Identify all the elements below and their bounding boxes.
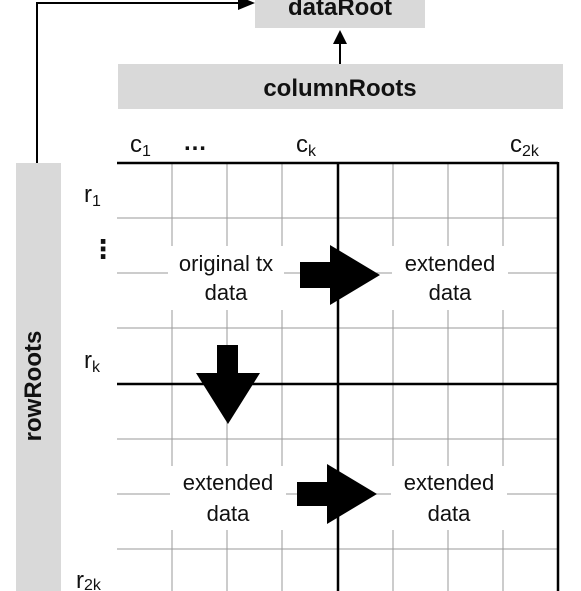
row-header-middle: rk bbox=[84, 347, 101, 376]
svg-text:data: data bbox=[207, 501, 251, 526]
row-header-last: r2k bbox=[76, 567, 102, 591]
up-arrow-icon bbox=[333, 30, 347, 44]
column-roots-to-data-root-connector bbox=[333, 30, 347, 64]
quadrant-top-right-label: extended data bbox=[392, 246, 508, 310]
svg-text:extended: extended bbox=[183, 470, 274, 495]
svg-text:data: data bbox=[429, 280, 473, 305]
column-header-last: c2k bbox=[510, 131, 540, 160]
down-arrow-icon bbox=[196, 345, 260, 424]
right-arrow-icon bbox=[297, 464, 377, 524]
row-roots-to-data-root-connector bbox=[36, 0, 255, 163]
svg-text:extended: extended bbox=[405, 251, 496, 276]
right-arrow-icon bbox=[300, 245, 380, 305]
data-root-box bbox=[255, 0, 425, 28]
svg-text:data: data bbox=[205, 280, 249, 305]
row-roots-box bbox=[16, 163, 61, 591]
row-header-ellipsis: ⋮ bbox=[90, 234, 116, 264]
svg-text:extended: extended bbox=[404, 470, 495, 495]
row-header-first: r1 bbox=[84, 181, 101, 210]
data-root-label: dataRoot bbox=[288, 0, 392, 21]
svg-text:data: data bbox=[428, 501, 472, 526]
grid-thick-lines bbox=[117, 161, 560, 591]
column-header-middle: ck bbox=[296, 131, 317, 160]
quadrant-bottom-right-label: extended data bbox=[391, 466, 507, 530]
row-roots-label: rowRoots bbox=[20, 331, 47, 442]
column-header-first: c1 bbox=[130, 131, 151, 160]
column-header-ellipsis: … bbox=[183, 129, 207, 156]
column-roots-label: columnRoots bbox=[263, 75, 416, 102]
quadrant-top-left-label: original tx data bbox=[168, 246, 284, 310]
quadrant-bottom-left-label: extended data bbox=[170, 466, 286, 530]
column-roots-box bbox=[118, 64, 563, 109]
svg-text:original tx: original tx bbox=[179, 251, 273, 276]
